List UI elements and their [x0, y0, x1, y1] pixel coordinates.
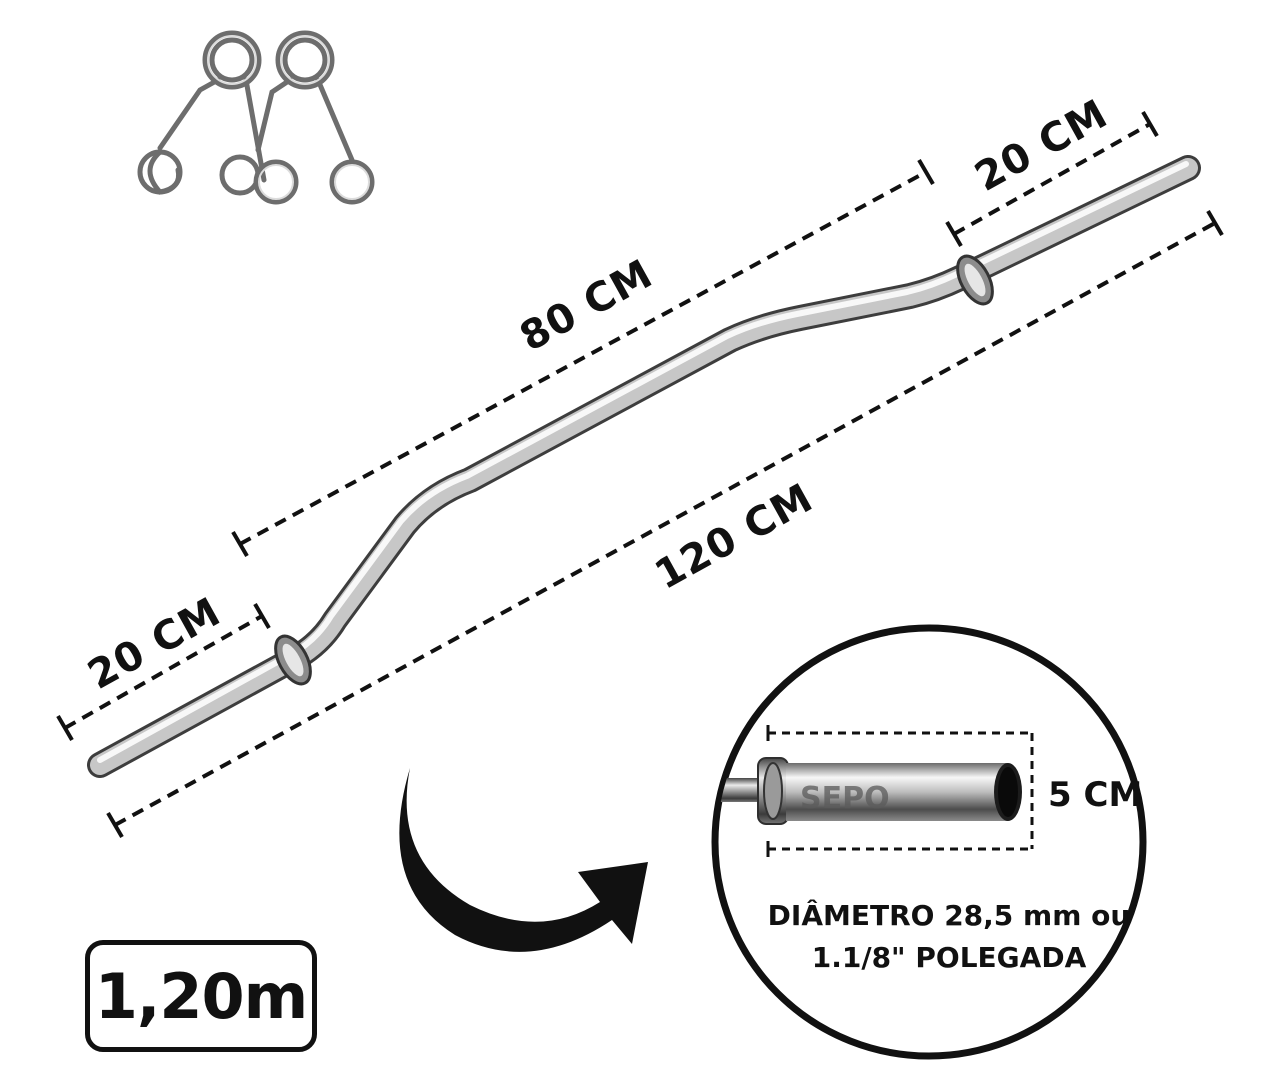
- diameter-line-1: DIÂMETRO 28,5 mm ou: [768, 898, 1131, 932]
- grip-section-label: 80 CM: [513, 251, 661, 361]
- total-length-label: 120 CM: [648, 475, 821, 599]
- sleeve-length-label: 5 CM: [1048, 775, 1142, 815]
- left-sleeve-label: 20 CM: [81, 589, 229, 699]
- length-badge-text: 1,20m: [94, 959, 309, 1033]
- detail-callout: SEPO 5 CM DIÂMETRO 28,5 mm ou 1.1/8" POL…: [711, 624, 1147, 1060]
- brand-mark: SEPO: [800, 781, 890, 816]
- right-collar: [956, 254, 994, 306]
- spring-collar-icon: [137, 30, 375, 205]
- left-collar: [274, 634, 312, 686]
- curl-bar: [87, 155, 1201, 778]
- curved-arrow-icon: [399, 768, 648, 952]
- diameter-line-2: 1.1/8" POLEGADA: [812, 941, 1087, 974]
- dimension-lines: [56, 110, 1224, 839]
- length-badge: 1,20m: [85, 940, 317, 1052]
